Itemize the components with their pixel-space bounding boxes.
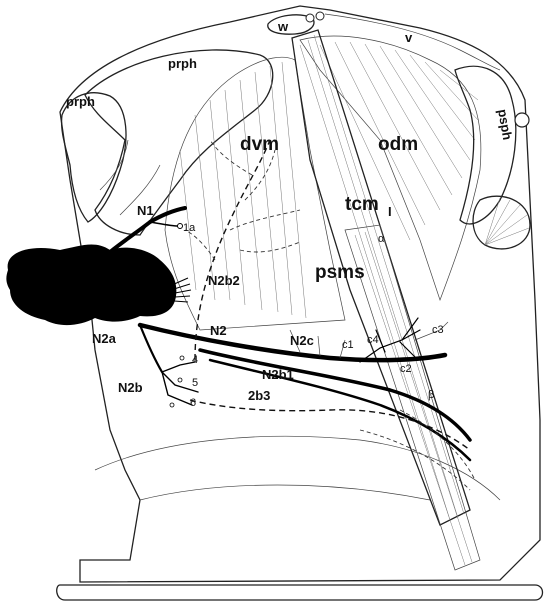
label-4: 4: [192, 354, 198, 366]
n1a-branch: [150, 222, 178, 226]
base-plate: [57, 585, 543, 600]
fan-ribs: [485, 198, 529, 245]
label-n2b: N2b: [118, 380, 143, 395]
label-n2b1: N2b1: [262, 367, 294, 382]
label-n2c: N2c: [290, 333, 314, 348]
n2b-end-6: [170, 403, 174, 407]
label-dvm: dvm: [240, 134, 279, 155]
label-n1: N1: [137, 203, 154, 218]
label-alpha: α: [378, 233, 385, 245]
n2b3-dashed-nerve: [190, 400, 470, 450]
label-6: 6: [190, 397, 196, 409]
label-tcm: tcm: [345, 194, 379, 215]
n2b-end-4: [180, 356, 184, 360]
label-beta: β: [428, 389, 434, 401]
w-knob-2: [316, 12, 324, 20]
dvm-muscle: [165, 57, 345, 330]
label-v: v: [405, 30, 413, 45]
label-c1: c1: [342, 339, 354, 351]
w-knob-1: [306, 14, 314, 22]
label-5: 5: [192, 377, 198, 389]
prph-lobe-left: [62, 93, 126, 222]
n1a-end: [178, 224, 183, 229]
label-c2: c2: [400, 363, 412, 375]
n2b-end-5: [178, 378, 182, 382]
label-psms: psms: [315, 262, 365, 283]
n2a-nerve: [140, 325, 162, 372]
label-odm: odm: [378, 134, 418, 155]
lower-sclerite: [95, 436, 500, 500]
label-n2a: N2a: [92, 331, 117, 346]
label-2b3: 2b3: [248, 388, 270, 403]
label-tcm-sub: I: [388, 204, 392, 219]
label-prph-top: prph: [168, 56, 197, 71]
psph-sclerite: [455, 66, 516, 224]
label-n2: N2: [210, 323, 227, 338]
label-prph-left: prph: [66, 94, 95, 109]
psph-knob: [515, 113, 529, 127]
label-psph: psph: [495, 108, 515, 141]
label-c4: c4: [367, 334, 379, 346]
label-1a: 1a: [183, 222, 196, 234]
ganglion: [6, 245, 176, 326]
v-sclerite: [325, 14, 500, 70]
dvm-dashed-branches: [185, 140, 300, 260]
label-c3: c3: [432, 324, 444, 336]
fan-structure: [473, 196, 530, 249]
label-w: w: [277, 19, 289, 34]
dvm-fibers: [180, 62, 306, 318]
label-n2b2: N2b2: [208, 273, 240, 288]
